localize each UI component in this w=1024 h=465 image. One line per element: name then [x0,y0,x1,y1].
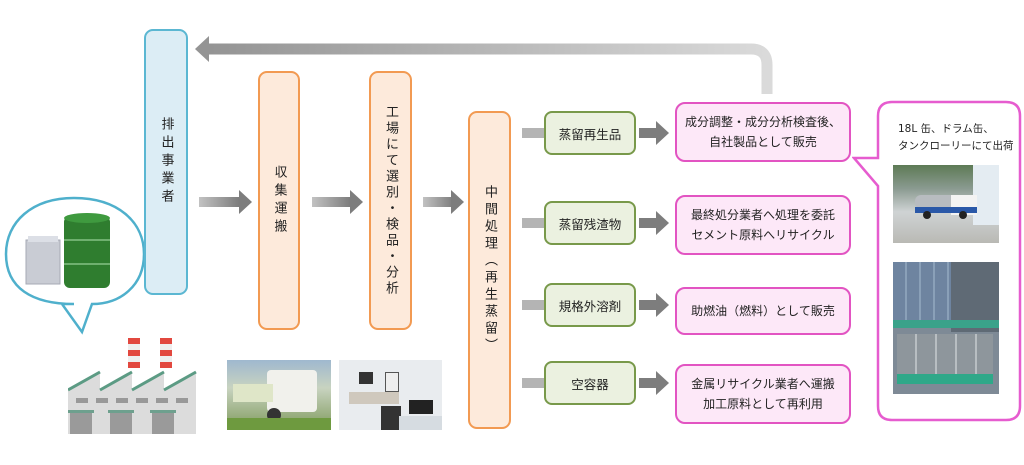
arrow-intermediate-to-product-3 [522,300,544,310]
destination-line: セメント原料へリサイクル [691,228,835,242]
18l-can-icon [25,236,61,285]
destination-line: 金属リサイクル業者へ運搬 [691,377,835,391]
stage-emitter-label: 排出事業者 [158,117,174,207]
arrow-emitter-to-collection [199,190,252,214]
stage-collection-label: 収集運搬 [271,164,287,237]
destination-line: 助燃油（燃料）として販売 [691,304,835,318]
product-box: 蒸留残渣物 [544,201,636,245]
product-box: 規格外溶剤 [544,283,636,327]
stage-intermediate-label: 中間処理︵再生蒸留︶ [482,185,497,355]
destination-line: 加工原料として再利用 [703,397,823,411]
factory-icon [68,338,197,434]
tank-lorry-photo [893,165,999,243]
return-arrow [195,36,773,94]
collection-truck-photo [227,360,331,430]
product-box: 空容器 [544,361,636,405]
product-label: 蒸留再生品 [558,126,622,142]
containers-speech-bubble [4,196,146,335]
shipping-caption-line: タンクローリーにて出荷 [898,140,1014,152]
product-label: 蒸留残渣物 [558,216,622,232]
arrow-product-1-to-destination [639,121,669,145]
product-box: 蒸留再生品 [544,111,636,155]
pallet-cans-photo [893,262,999,394]
destination-box: 金属リサイクル業者へ運搬 加工原料として再利用 [675,364,851,424]
arrow-product-4-to-destination [639,371,669,395]
shipping-caption: 18L 缶、ドラム缶、 タンクローリーにて出荷 [898,121,1014,155]
shipping-caption-line: 18L 缶、ドラム缶、 [898,123,994,135]
destination-box: 成分調整・成分分析検査後、 自社製品として販売 [675,102,851,162]
stage-collection: 収集運搬 [258,71,300,330]
arrow-collection-to-factory [312,190,363,214]
destination-box: 助燃油（燃料）として販売 [675,287,851,335]
stage-intermediate: 中間処理︵再生蒸留︶ [468,111,511,429]
destination-line: 成分調整・成分分析検査後、 [684,115,841,129]
arrow-intermediate-to-product-4 [522,378,544,388]
destination-line: 最終処分業者へ処理を委託 [690,208,835,222]
destination-box: 最終処分業者へ処理を委託 セメント原料へリサイクル [675,195,851,255]
stage-factory-sorting: 工場にて選別・検品・分析 [369,71,412,330]
lab-photo [339,360,442,430]
arrow-intermediate-to-product-1 [522,128,544,138]
product-label: 規格外溶剤 [558,298,622,314]
arrow-factory-to-intermediate [423,190,464,214]
arrow-intermediate-to-product-2 [522,218,544,228]
product-label: 空容器 [571,376,609,392]
arrow-product-2-to-destination [639,211,669,235]
stage-emitter: 排出事業者 [144,29,188,295]
arrow-product-3-to-destination [639,293,669,317]
stage-factory-sorting-label: 工場にて選別・検品・分析 [383,104,398,297]
drum-can-icon [64,213,110,288]
destination-line: 自社製品として販売 [709,135,817,149]
